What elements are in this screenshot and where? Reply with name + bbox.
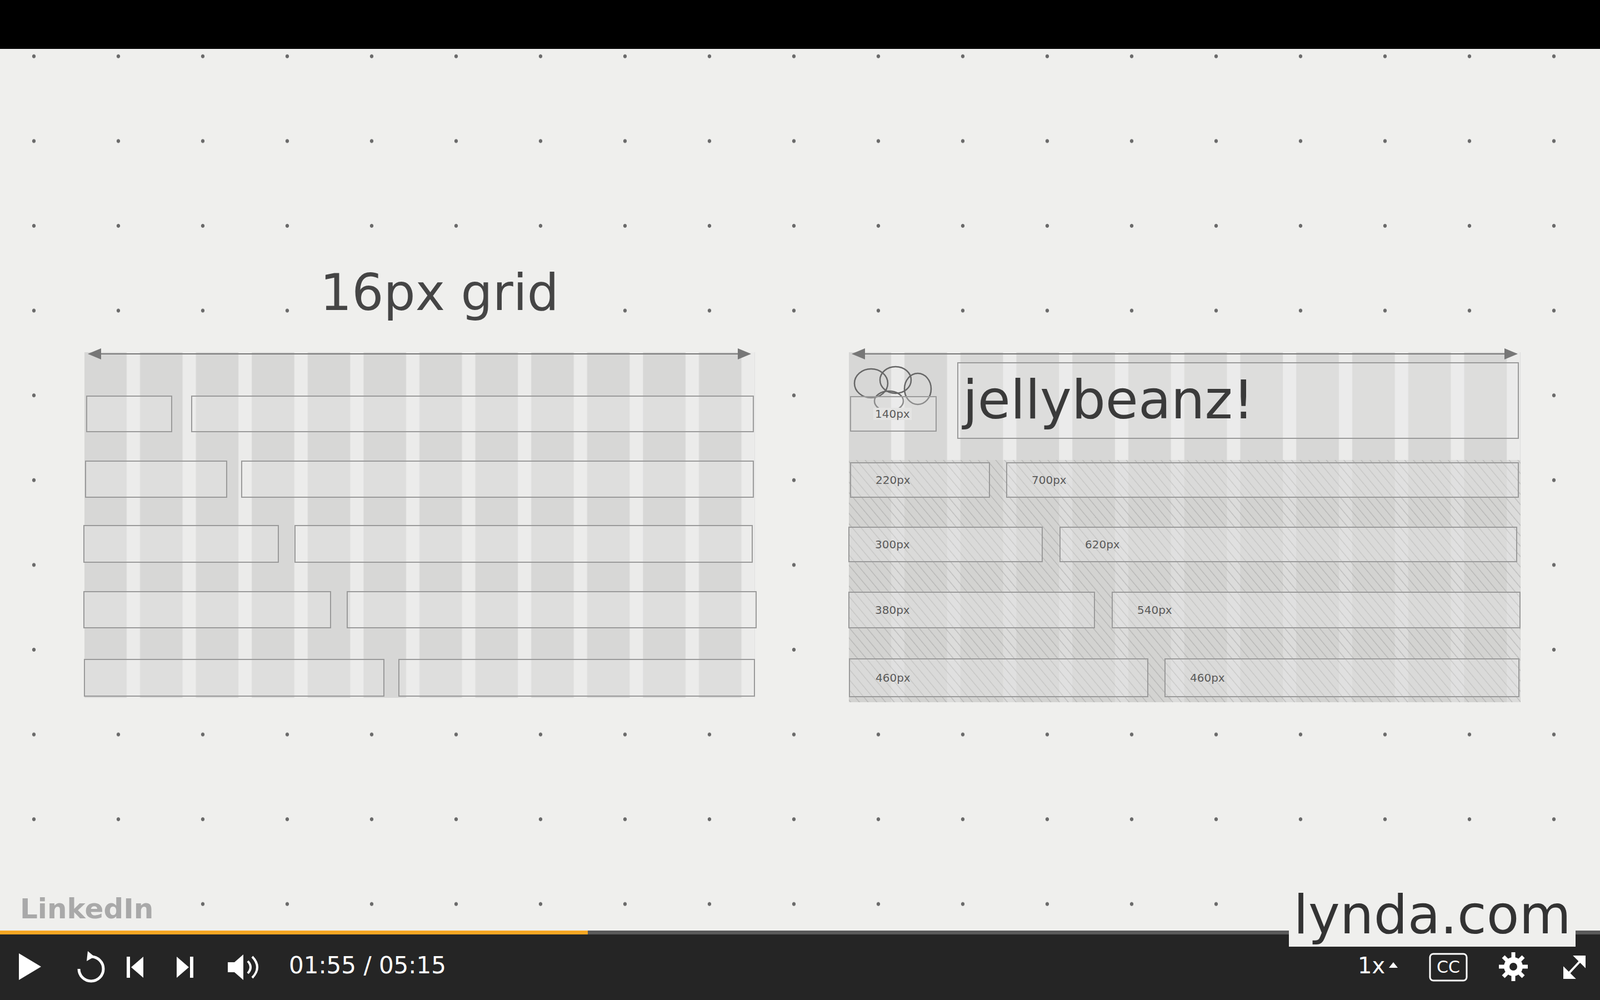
timecode: 01:55 / 05:15 xyxy=(288,952,447,979)
grid-panel xyxy=(83,352,757,698)
layout-panel xyxy=(848,352,1521,703)
captions-button: CC xyxy=(1436,957,1460,978)
watermark: lynda.com xyxy=(1288,883,1576,947)
brand-name: jellybeanz! xyxy=(962,371,1254,430)
width-label: 300px xyxy=(875,538,910,551)
watermark: LinkedIn xyxy=(15,892,158,927)
width-label: 540px xyxy=(1137,603,1173,617)
width-label: 140px xyxy=(873,407,912,420)
column-box: 300px xyxy=(848,526,1043,563)
column-box: 460px xyxy=(848,658,1149,698)
speed-control: 1x xyxy=(1357,952,1385,979)
column-box: 700px xyxy=(1006,462,1519,498)
column-box: 380px xyxy=(848,591,1095,629)
width-label: 460px xyxy=(875,671,911,684)
width-label: 460px xyxy=(1190,671,1225,684)
width-label: 620px xyxy=(1085,538,1120,551)
column-box: 220px xyxy=(850,462,990,498)
heading: 16px grid xyxy=(314,261,565,324)
letterbox-bar xyxy=(0,0,1600,49)
header-box: jellybeanz! xyxy=(957,362,1519,439)
width-label: 220px xyxy=(875,473,911,487)
column-box: 620px xyxy=(1059,526,1518,563)
logo-box: 140px xyxy=(850,396,937,432)
column-box: 460px xyxy=(1164,658,1520,698)
column-box: 540px xyxy=(1111,591,1521,629)
width-label: 700px xyxy=(1031,473,1067,487)
width-label: 380px xyxy=(875,603,910,617)
